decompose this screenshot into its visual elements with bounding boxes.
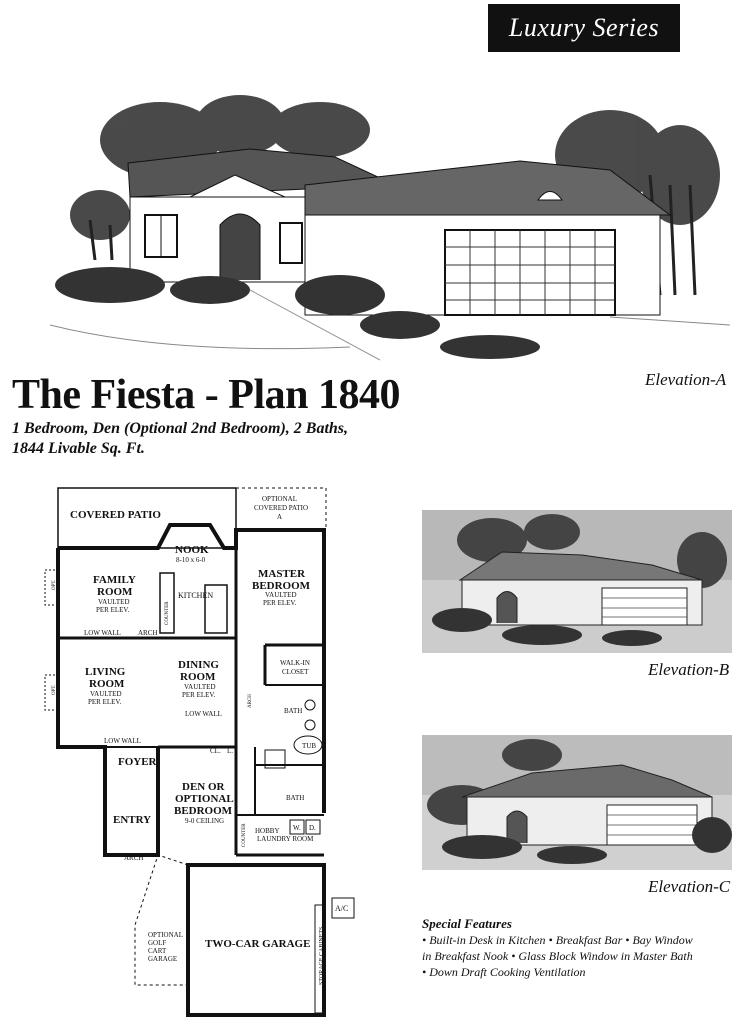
tub-label: TUB	[302, 742, 316, 750]
low-wall-3: LOW WALL	[104, 737, 141, 745]
optional-patio-label-2: COVERED PATIO	[254, 504, 308, 512]
elevation-c-illustration	[422, 735, 732, 870]
washer-label: W.	[293, 824, 301, 832]
living-room-label-2: ROOM	[89, 678, 125, 690]
low-wall-1: LOW WALL	[84, 629, 121, 637]
ac-label: A/C	[335, 904, 348, 913]
walk-in-label-2: CLOSET	[282, 668, 309, 676]
golf-label-3: CART	[148, 947, 167, 955]
garage-label: TWO-CAR GARAGE	[205, 938, 310, 950]
den-label-1: DEN OR	[182, 781, 226, 793]
arch-2: ARCH	[248, 694, 253, 708]
opt-1-label: OPT.	[52, 580, 57, 590]
nook-dim: 8-10 x 6-0	[176, 556, 206, 564]
elevation-c-label: Elevation-C	[648, 877, 731, 896]
floor-plan: COVERED PATIO OPTIONAL COVERED PATIO A N…	[44, 487, 355, 1017]
master-label-1: MASTER	[258, 568, 306, 580]
storage-label: STORAGE CABINETS	[319, 927, 325, 985]
elevation-b-label: Elevation-B	[648, 660, 730, 679]
master-note-2: PER ELEV.	[263, 599, 297, 607]
dining-room-label-1: DINING	[178, 659, 219, 671]
dining-note-2: PER ELEV.	[182, 691, 216, 699]
living-room-label-1: LIVING	[85, 666, 126, 678]
covered-patio-label: COVERED PATIO	[70, 509, 161, 521]
master-label-2: BEDROOM	[252, 580, 311, 592]
plan-subtitle: 1 Bedroom, Den (Optional 2nd Bedroom), 2…	[12, 419, 348, 459]
golf-label-1: OPTIONAL	[148, 931, 183, 939]
den-label-2: OPTIONAL	[175, 793, 234, 805]
optional-patio-label-3: A	[277, 513, 282, 521]
plan-subtitle-line1: 1 Bedroom, Den (Optional 2nd Bedroom), 2…	[12, 420, 349, 437]
low-wall-2: LOW WALL	[185, 710, 222, 718]
counter-2-label: COUNTER	[242, 823, 247, 847]
elevation-a-label: Elevation-A	[645, 370, 727, 389]
kitchen-label: KITCHEN	[178, 591, 213, 600]
opt-2-label: OPT.	[52, 685, 57, 695]
family-note-1: VAULTED	[98, 598, 130, 606]
elevation-b-illustration	[422, 510, 732, 653]
arch-3: ARCH	[124, 854, 143, 862]
den-note: 9-0 CEILING	[185, 817, 224, 825]
hobby-label-1: HOBBY	[255, 827, 280, 835]
l-label: L.	[227, 747, 233, 755]
arch-1: ARCH	[138, 629, 157, 637]
entry-label: ENTRY	[113, 814, 151, 826]
plan-title: The Fiesta - Plan 1840	[12, 372, 400, 418]
special-features: Special Features • Built-in Desk in Kitc…	[422, 916, 732, 980]
features-line2: in Breakfast Nook • Glass Block Window i…	[422, 949, 693, 963]
cl-label: CL.	[210, 747, 221, 755]
hobby-label-2: LAUNDRY ROOM	[257, 835, 314, 843]
foyer-label: FOYER	[118, 756, 158, 768]
plan-subtitle-line2: 1844 Livable Sq. Ft.	[12, 440, 145, 457]
features-heading: Special Features	[422, 916, 512, 931]
master-note-1: VAULTED	[265, 591, 297, 599]
features-line3: • Down Draft Cooking Ventilation	[422, 965, 586, 979]
den-label-3: BEDROOM	[174, 805, 233, 817]
ac-unit	[331, 897, 355, 919]
golf-label-2: GOLF	[148, 939, 166, 947]
elevation-a-illustration	[50, 95, 730, 361]
dryer-label: D.	[309, 824, 316, 832]
dining-room-label-2: ROOM	[180, 671, 216, 683]
living-note-2: PER ELEV.	[88, 698, 122, 706]
golf-label-4: GARAGE	[148, 955, 177, 963]
series-badge: Luxury Series	[488, 4, 680, 52]
family-note-2: PER ELEV.	[96, 606, 130, 614]
living-note-1: VAULTED	[90, 690, 122, 698]
walk-in-label-1: WALK-IN	[280, 659, 310, 667]
family-room-label-1: FAMILY	[93, 574, 136, 586]
dining-note-1: VAULTED	[184, 683, 216, 691]
family-room-label-2: ROOM	[97, 586, 133, 598]
counter-label: COUNTER	[165, 601, 170, 625]
optional-patio-label-1: OPTIONAL	[262, 495, 297, 503]
features-line1: • Built-in Desk in Kitchen • Breakfast B…	[422, 933, 693, 947]
nook-label: NOOK	[175, 544, 209, 556]
bath-2-label: BATH	[286, 794, 304, 802]
bath-1-label: BATH	[284, 707, 302, 715]
